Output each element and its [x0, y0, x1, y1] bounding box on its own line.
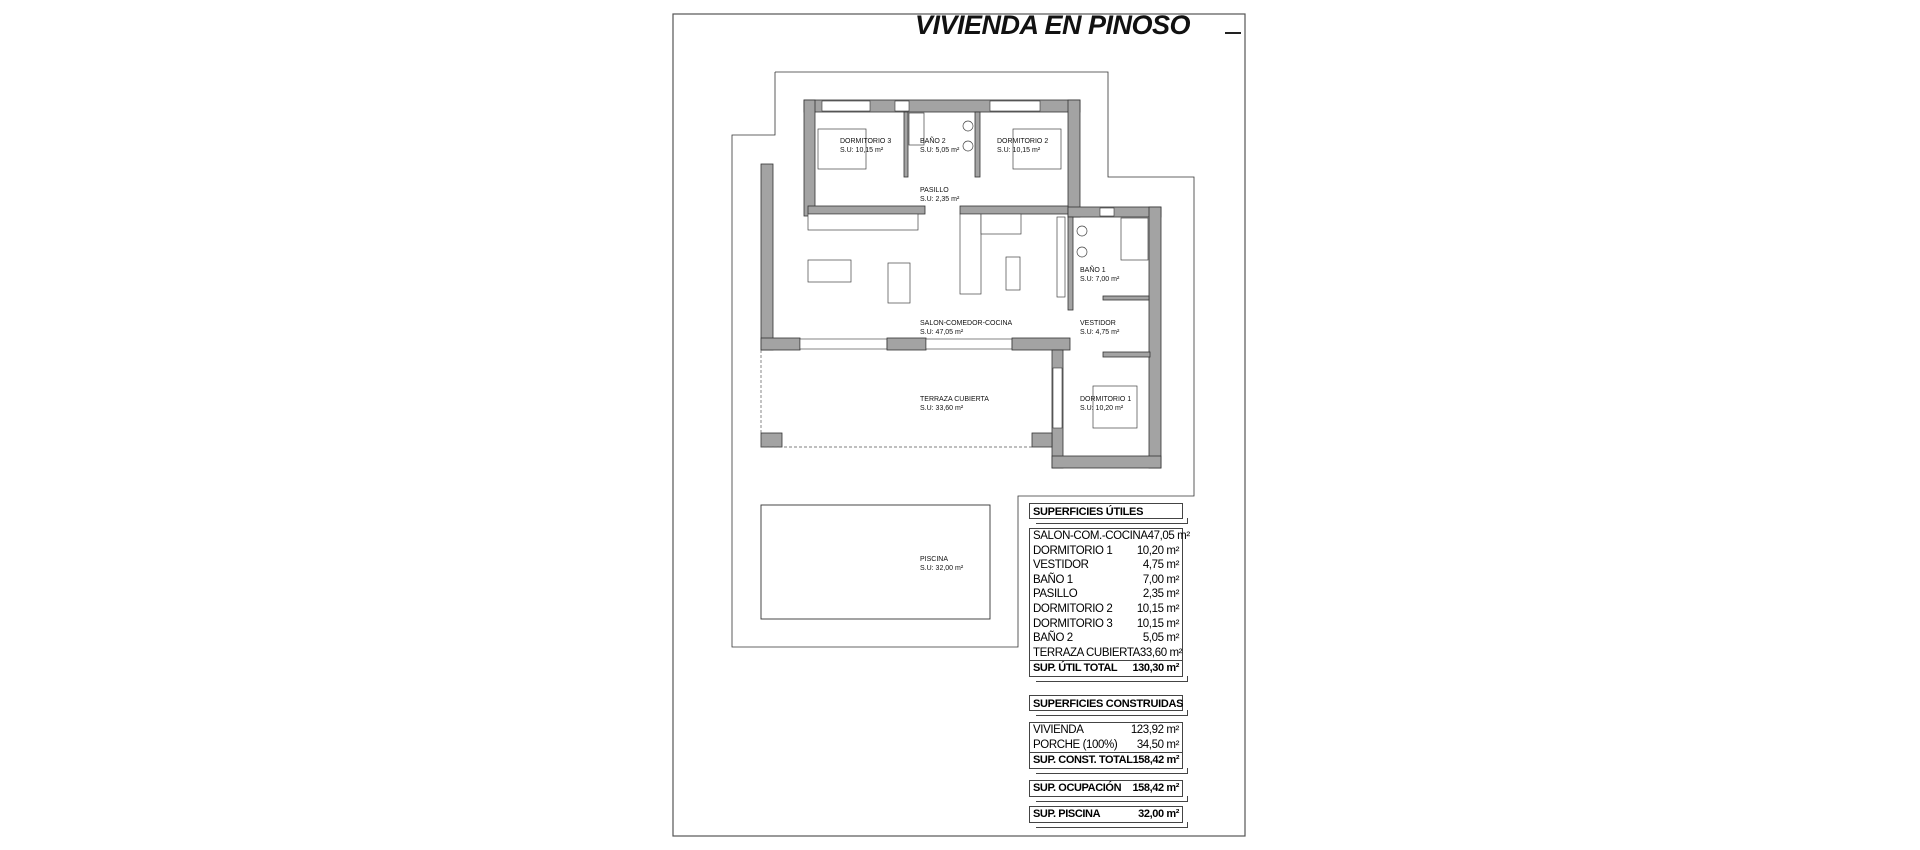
utiles-label: TERRAZA CUBIERTA: [1033, 646, 1140, 659]
ocupacion-value: 158,42 m²: [1132, 782, 1179, 794]
construidas-header: SUPERFICIES CONSTRUIDAS: [1033, 698, 1184, 710]
piscina-value: 32,00 m²: [1138, 808, 1179, 820]
utiles-value: 4,75 m²: [1142, 559, 1180, 572]
construidas-label: PORCHE (100%): [1033, 738, 1118, 751]
room-terraza-name: TERRAZA CUBIERTA: [920, 396, 989, 403]
plot-boundary: [731, 71, 1195, 648]
construidas-total-label: SUP. CONST. TOTAL: [1033, 754, 1133, 767]
room-dormitorio-3-area: S.U: 10,15 m²: [840, 147, 884, 154]
utiles-label: SALON-COM.-COCINA: [1033, 530, 1148, 542]
title-mark: [1225, 32, 1241, 34]
utiles-value: 10,15 m²: [1136, 617, 1180, 630]
room-salon-area: S.U: 47,05 m²: [920, 329, 964, 336]
room-bano-1-name: BAÑO 1: [1080, 265, 1106, 274]
construidas-row: PORCHE (100%) 34,50 m²: [1030, 738, 1182, 753]
utiles-total-label: SUP. ÚTIL TOTAL: [1033, 662, 1118, 675]
utiles-header: SUPERFICIES ÚTILES: [1033, 506, 1144, 518]
pool: [760, 504, 991, 620]
room-dormitorio-1-name: DORMITORIO 1: [1080, 396, 1131, 403]
sheet-frame: [672, 13, 1246, 837]
utiles-label: PASILLO: [1033, 588, 1078, 601]
room-bano-2-area: S.U: 5,05 m²: [920, 147, 960, 154]
utiles-label: DORMITORIO 2: [1033, 602, 1113, 615]
room-dormitorio-2-name: DORMITORIO 2: [997, 138, 1048, 145]
house-walls: [760, 99, 1162, 469]
construidas-value: 34,50 m²: [1136, 738, 1180, 751]
construidas-value: 123,92 m²: [1130, 724, 1180, 736]
construidas-row: VIVIENDA 123,92 m²: [1030, 723, 1182, 738]
utiles-row: BAÑO 1 7,00 m²: [1030, 573, 1182, 588]
furniture: [807, 112, 1149, 429]
room-dormitorio-2-area: S.U: 10,15 m²: [997, 147, 1041, 154]
piscina-label: SUP. PISCINA: [1033, 808, 1101, 820]
utiles-label: BAÑO 2: [1033, 632, 1073, 645]
utiles-value: 10,15 m²: [1136, 602, 1180, 615]
room-pasillo-name: PASILLO: [920, 187, 949, 194]
utiles-label: VESTIDOR: [1033, 559, 1089, 572]
utiles-value: 7,00 m²: [1142, 573, 1180, 586]
utiles-row: DORMITORIO 2 10,15 m²: [1030, 602, 1182, 617]
utiles-header-box: SUPERFICIES ÚTILES: [1029, 503, 1188, 524]
utiles-row: DORMITORIO 1 10,20 m²: [1030, 544, 1182, 559]
room-labels: DORMITORIO 3 S.U: 10,15 m² BAÑO 2 S.U: 5…: [840, 136, 1131, 572]
room-bano-2-name: BAÑO 2: [920, 136, 946, 145]
utiles-row: VESTIDOR 4,75 m²: [1030, 558, 1182, 573]
utiles-value: 10,20 m²: [1136, 544, 1180, 557]
utiles-label: DORMITORIO 1: [1033, 544, 1113, 557]
utiles-value: 47,05 m²: [1147, 530, 1191, 542]
room-piscina-area: S.U: 32,00 m²: [920, 565, 964, 572]
room-bano-1-area: S.U: 7,00 m²: [1080, 276, 1120, 283]
room-piscina-name: PISCINA: [920, 556, 948, 563]
ocupacion-box: SUP. OCUPACIÓN 158,42 m²: [1029, 780, 1188, 802]
room-vestidor-name: VESTIDOR: [1080, 320, 1116, 327]
terrace-edge: [760, 350, 1032, 448]
room-dormitorio-3-name: DORMITORIO 3: [840, 138, 891, 145]
utiles-row: DORMITORIO 3 10,15 m²: [1030, 617, 1182, 632]
utiles-value: 33,60 m²: [1139, 646, 1183, 659]
room-dormitorio-1-area: S.U: 10,20 m²: [1080, 405, 1124, 412]
utiles-value: 5,05 m²: [1142, 632, 1180, 645]
utiles-label: DORMITORIO 3: [1033, 617, 1113, 630]
utiles-row: BAÑO 2 5,05 m²: [1030, 631, 1182, 646]
construidas-header-box: SUPERFICIES CONSTRUIDAS: [1029, 695, 1188, 716]
piscina-box: SUP. PISCINA 32,00 m²: [1029, 806, 1188, 828]
room-pasillo-area: S.U: 2,35 m²: [920, 196, 960, 203]
room-vestidor-area: S.U: 4,75 m²: [1080, 329, 1120, 336]
construidas-label: VIVIENDA: [1033, 724, 1084, 736]
piscina-row: SUP. PISCINA 32,00 m²: [1030, 807, 1182, 822]
construidas-total-value: 158,42 m²: [1132, 754, 1180, 767]
utiles-total-value: 130,30 m²: [1132, 662, 1179, 675]
room-terraza-area: S.U: 33,60 m²: [920, 405, 964, 412]
ocupacion-row: SUP. OCUPACIÓN 158,42 m²: [1030, 781, 1182, 796]
construidas-total-row: SUP. CONST. TOTAL 158,42 m²: [1030, 752, 1182, 768]
construidas-table: VIVIENDA 123,92 m² PORCHE (100%) 34,50 m² S…: [1029, 722, 1188, 774]
utiles-label: BAÑO 1: [1033, 573, 1073, 586]
utiles-value: 2,35 m²: [1142, 588, 1180, 601]
page-title: VIVIENDA EN PINOSO: [915, 10, 1191, 40]
ocupacion-label: SUP. OCUPACIÓN: [1033, 782, 1122, 794]
room-salon-name: SALON-COMEDOR-COCINA: [920, 320, 1013, 327]
utiles-row: PASILLO 2,35 m²: [1030, 587, 1182, 602]
utiles-total-row: SUP. ÚTIL TOTAL 130,30 m²: [1030, 660, 1182, 676]
